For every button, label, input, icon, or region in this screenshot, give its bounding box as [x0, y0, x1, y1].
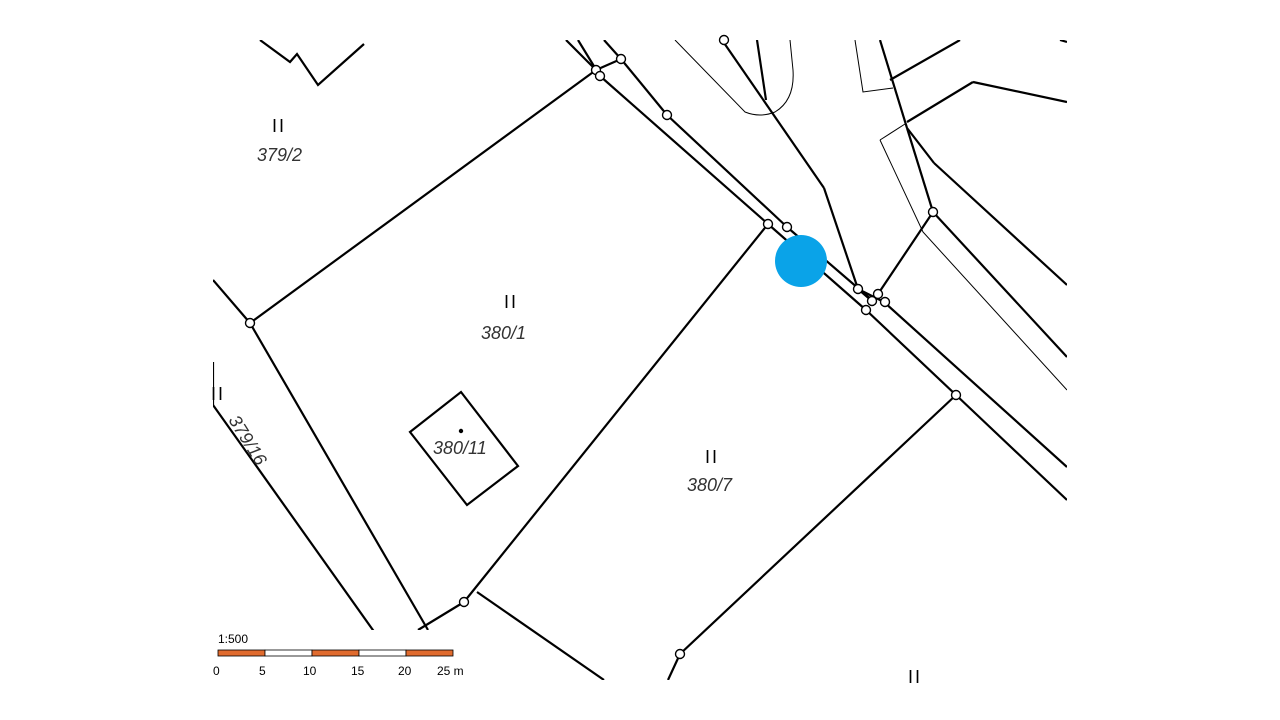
scale-segment: [217, 649, 266, 657]
parcel-label-380-7[interactable]: 380/7: [687, 475, 733, 495]
parcel-labels: II 379/2 II 380/1 380/11 II 380/7 II 379…: [211, 116, 922, 687]
scale-tick-label: 10: [303, 664, 317, 678]
boundary-vertices: [244, 34, 962, 660]
scale-tick-label: 25 m: [437, 664, 464, 678]
class-mark-379-16: II: [211, 384, 225, 404]
scale-bar: 1:500 0 5 10 15 20 25 m: [212, 630, 468, 680]
parcel-label-380-1[interactable]: 380/1: [481, 323, 526, 343]
scale-ratio: 1:500: [218, 632, 248, 646]
scale-segment: [405, 649, 454, 657]
scale-segment: [358, 649, 407, 657]
parcel-label-379-2[interactable]: 379/2: [257, 145, 302, 165]
class-mark-380-1: II: [504, 292, 518, 312]
class-mark-bottom: II: [908, 667, 922, 687]
scale-tick-label: 5: [259, 664, 266, 678]
scale-segment: [311, 649, 360, 657]
class-mark-379-2: II: [272, 116, 286, 136]
parcel-lines: [213, 40, 1067, 680]
scale-tick-label: 20: [398, 664, 412, 678]
location-marker[interactable]: [775, 235, 827, 287]
scale-tick-label: 15: [351, 664, 365, 678]
scale-tick-label: 0: [213, 664, 220, 678]
parcel-label-380-11[interactable]: 380/11: [433, 438, 487, 458]
parcel-label-379-16[interactable]: 379/16: [225, 412, 272, 470]
class-mark-380-7: II: [705, 447, 719, 467]
scale-segment: [264, 649, 313, 657]
